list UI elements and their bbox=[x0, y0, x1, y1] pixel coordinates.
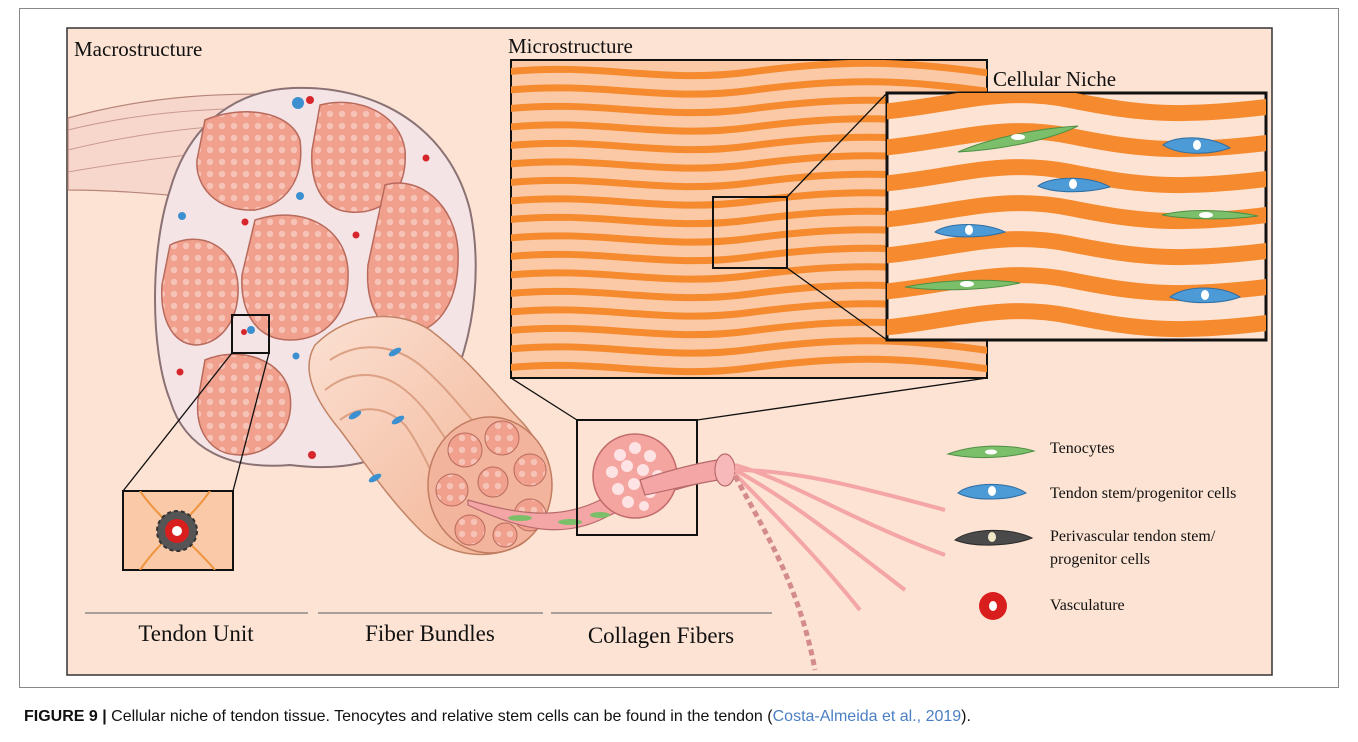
cellular-niche-panel bbox=[880, 93, 1275, 340]
scale-label-fiber-bundles: Fiber Bundles bbox=[365, 621, 495, 646]
tendon-diagram: Macrostructure Microstructure Cellular N… bbox=[0, 0, 1358, 700]
legend-label-perivascular-line2: progenitor cells bbox=[1050, 551, 1150, 568]
caption-end: ). bbox=[961, 708, 971, 725]
scale-label-tendon-unit: Tendon Unit bbox=[138, 621, 254, 646]
legend-label-vasculature: Vasculature bbox=[1050, 597, 1125, 614]
microstructure-title: Microstructure bbox=[508, 34, 633, 58]
figure-caption: FIGURE 9 | Cellular niche of tendon tiss… bbox=[24, 708, 1334, 726]
tendon-unit-inset bbox=[123, 491, 233, 570]
caption-text: Cellular niche of tendon tissue. Tenocyt… bbox=[107, 708, 773, 725]
caption-citation-link[interactable]: Costa-Almeida et al., 2019 bbox=[773, 708, 962, 725]
scale-label-collagen-fibers: Collagen Fibers bbox=[588, 623, 734, 648]
legend-label-tenocytes: Tenocytes bbox=[1050, 440, 1115, 457]
caption-figure-number: FIGURE 9 | bbox=[24, 708, 107, 725]
legend-label-stem-cells: Tendon stem/progenitor cells bbox=[1050, 485, 1236, 502]
vasculature-icon bbox=[979, 592, 1007, 620]
macrostructure-title: Macrostructure bbox=[74, 37, 202, 61]
cellular-niche-title: Cellular Niche bbox=[993, 67, 1116, 91]
legend-label-perivascular-line1: Perivascular tendon stem/ bbox=[1050, 528, 1216, 545]
